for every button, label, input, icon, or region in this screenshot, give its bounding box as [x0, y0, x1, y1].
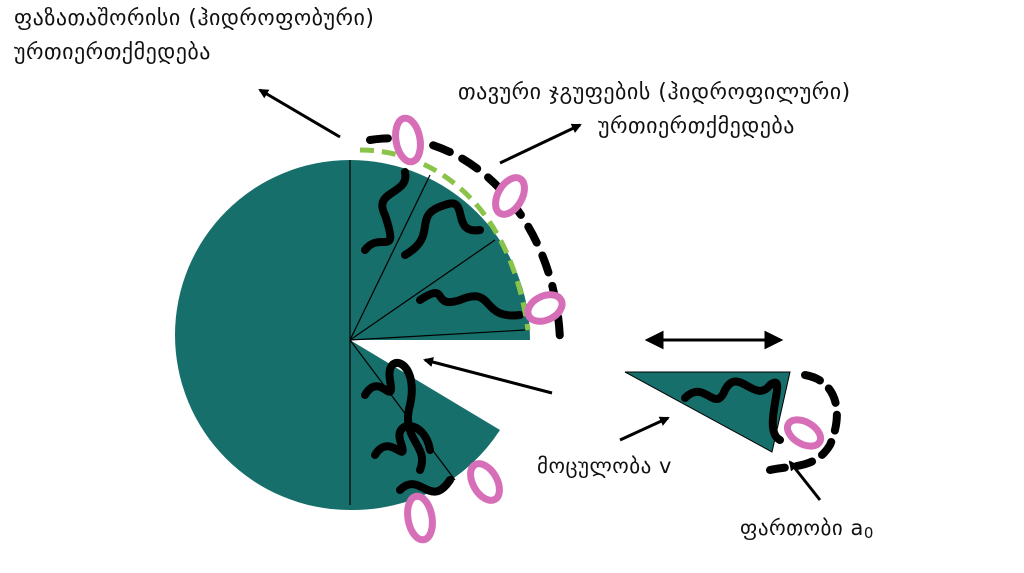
interphase-interaction-label: ფაზათაშორისი (ჰიდროფობური) ურთიერთქმედებ… — [14, 2, 375, 70]
area-width-double-arrow — [644, 330, 784, 350]
interphase-label-line1: ფაზათაშორისი (ჰიდროფობური) — [14, 6, 375, 31]
headgroup-label-line1: თავური ჯგუფების (ჰიდროფილური) — [458, 80, 851, 105]
wedge-to-gap-arrow — [423, 357, 553, 395]
area-arrow — [788, 460, 822, 501]
area-label-text: ფართობი a — [740, 516, 864, 540]
interface-dashed-line — [359, 147, 531, 331]
hydrophilic-heads — [392, 114, 825, 544]
interphase-label-line2: ურთიერთქმედება — [14, 40, 211, 65]
area-label-subscript: 0 — [863, 524, 874, 542]
surfactant-head-dashes — [766, 371, 841, 474]
headgroup-arrow — [499, 123, 582, 165]
pointer-arrows — [258, 88, 822, 501]
surfactant-wedge — [624, 371, 791, 453]
hydrophobic-tails — [361, 168, 524, 496]
sector-dividers — [349, 160, 526, 505]
interphase-arrow — [258, 88, 341, 139]
surfactant-tail — [681, 377, 784, 444]
micelle-upper-sector — [350, 160, 530, 340]
volume-label: მოცულობა v — [537, 454, 672, 478]
volume-arrow — [619, 416, 670, 442]
headgroup-interaction-label: თავური ჯგუფების (ჰიდროფილური) ურთიერთქმე… — [458, 76, 851, 144]
headgroup-label-line2: ურთიერთქმედება — [598, 114, 795, 139]
area-label: ფართობი a0 — [740, 511, 874, 547]
micelle-core-half — [175, 160, 350, 510]
